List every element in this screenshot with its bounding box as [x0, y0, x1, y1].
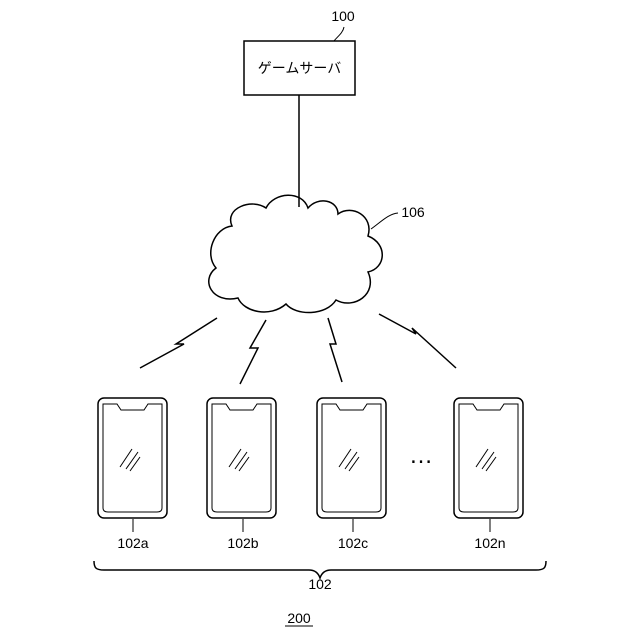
network-ref-leader — [371, 213, 398, 229]
game-server-ref-leader — [334, 27, 344, 41]
network-cloud — [209, 195, 382, 312]
terminal-ref-label: 102c — [338, 535, 368, 551]
system-ref-label: 200 — [287, 610, 311, 626]
terminal-device — [207, 398, 276, 518]
terminal-ref-label: 102a — [117, 535, 148, 551]
wireless-link-c — [328, 318, 342, 382]
wireless-link-a — [140, 318, 217, 368]
terminal-body — [454, 398, 523, 518]
terminals-ellipsis: … — [409, 442, 433, 469]
terminal-body — [98, 398, 167, 518]
terminal-ref-label: 102b — [227, 535, 258, 551]
network-ref-label: 106 — [401, 204, 425, 220]
game-server-label: ゲームサーバ — [258, 60, 341, 76]
game-server-ref-label: 100 — [331, 8, 355, 24]
terminal-device — [317, 398, 386, 518]
terminal-ref-label: 102n — [474, 535, 505, 551]
terminal-group-ref-label: 102 — [308, 576, 332, 592]
wireless-link-n — [379, 314, 456, 368]
wireless-link-b — [240, 320, 266, 384]
game-server: ゲームサーバ — [244, 41, 355, 95]
terminal-device — [454, 398, 523, 518]
terminal-body — [317, 398, 386, 518]
terminal-body — [207, 398, 276, 518]
terminal-device — [98, 398, 167, 518]
wireless-links — [140, 314, 456, 384]
